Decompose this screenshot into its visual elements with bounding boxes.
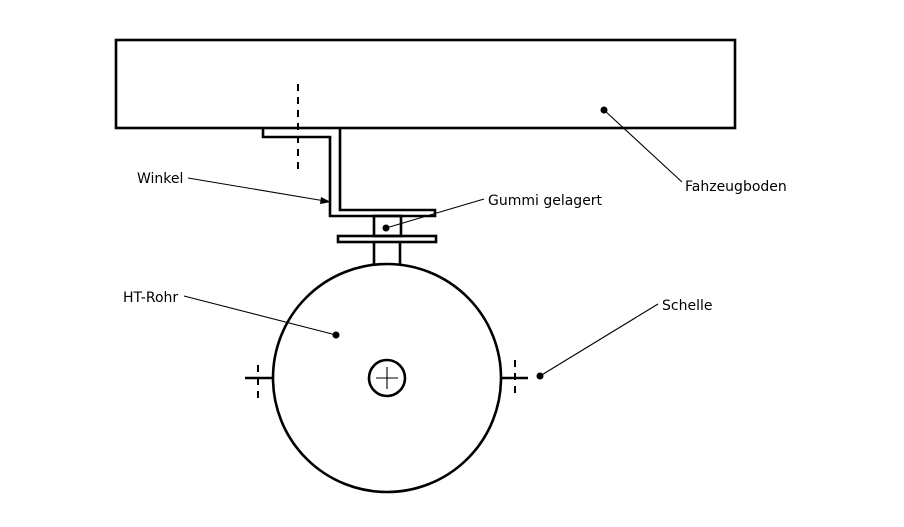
- label-pipe: HT-Rohr: [123, 290, 178, 306]
- leader-dot-pipe: [332, 331, 340, 339]
- bracket: [261, 128, 437, 218]
- leader-rubber-mount: [385, 198, 485, 229]
- leader-dot-clamp: [536, 372, 544, 380]
- leader-vehicle-floor: [603, 109, 683, 183]
- leader-clamp: [539, 303, 659, 377]
- mount-plate: [336, 234, 438, 244]
- vehicle-floor: [114, 38, 737, 130]
- leader-arrow-bracket: [320, 197, 331, 204]
- label-clamp: Schelle: [662, 298, 712, 314]
- leader-pipe: [183, 295, 337, 336]
- label-vehicle-floor: Fahzeugboden: [685, 179, 787, 195]
- pipe-center-hole: [367, 358, 407, 398]
- leader-bracket: [187, 177, 326, 202]
- label-bracket: Winkel: [137, 171, 183, 187]
- leader-dot-vehicle-floor: [600, 106, 608, 114]
- label-rubber-mount: Gummi gelagert: [488, 193, 603, 209]
- leader-dot-rubber-mount: [382, 224, 390, 232]
